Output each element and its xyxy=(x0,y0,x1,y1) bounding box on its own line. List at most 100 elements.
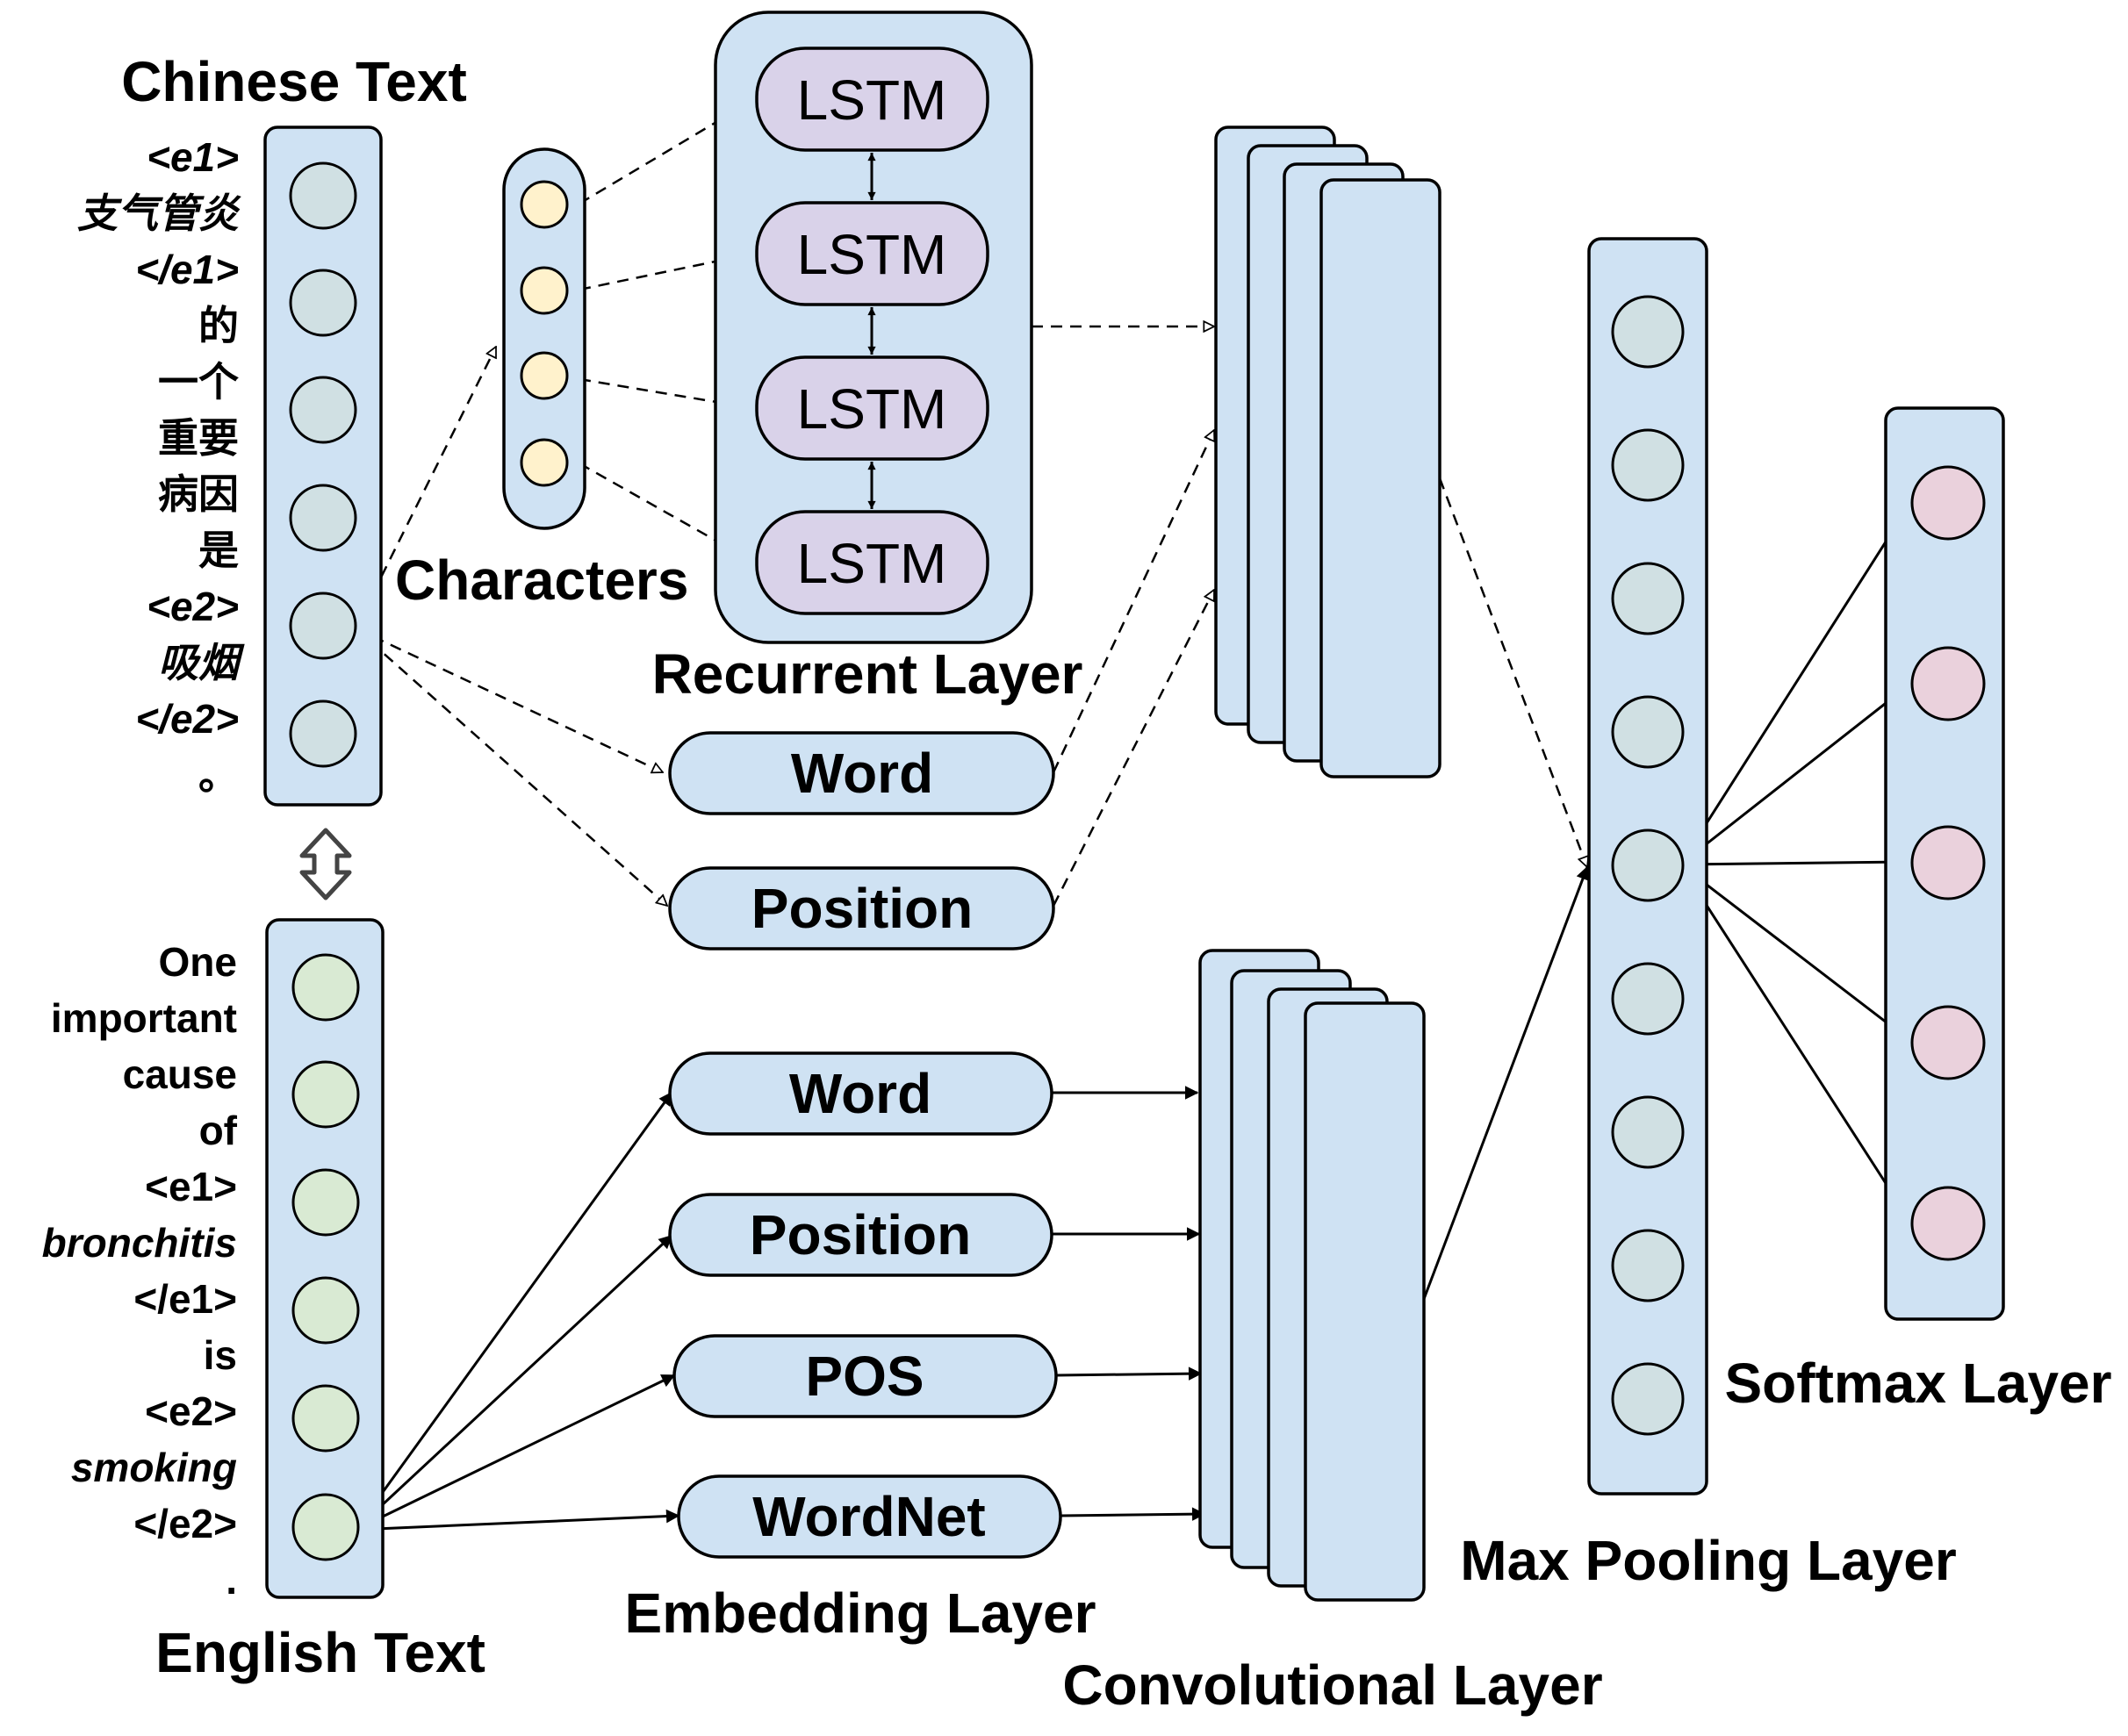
token-text: <e2> xyxy=(145,1388,237,1434)
english-word-embedding-label: Word xyxy=(789,1062,931,1125)
token-text: 吸烟 xyxy=(158,640,245,685)
token-text: bronchitis xyxy=(42,1220,237,1266)
edge-wordnet-to-conv-en xyxy=(1060,1514,1204,1516)
max-pooling-node xyxy=(1611,829,1685,902)
token-text: of xyxy=(199,1108,238,1153)
lstm-cell xyxy=(755,355,989,461)
edge-position-to-conv xyxy=(1052,590,1216,907)
token-text: <e1> xyxy=(145,1164,237,1209)
english-input-node xyxy=(291,1493,360,1561)
softmax-layer-label: Softmax Layer xyxy=(1724,1352,2111,1415)
up-down-arrow-icon xyxy=(299,828,352,900)
character-nodes xyxy=(520,180,569,487)
character-node xyxy=(520,438,569,487)
connections xyxy=(354,98,1911,1532)
chinese-input-node xyxy=(289,269,357,337)
character-node xyxy=(520,266,569,315)
lstm-cell xyxy=(755,47,989,152)
chinese-input-node xyxy=(289,161,357,230)
token-text: important xyxy=(51,995,237,1041)
english-position-embedding xyxy=(668,1193,1053,1277)
softmax-node xyxy=(1910,646,1986,721)
max-pooling-node xyxy=(1611,1095,1685,1169)
edge-pos-to-conv-en xyxy=(1055,1374,1201,1375)
softmax-node xyxy=(1910,825,1986,900)
embedding-layer-label: Embedding Layer xyxy=(625,1582,1096,1645)
softmax-node xyxy=(1910,1186,1986,1261)
edge-en-to-wordnet xyxy=(355,1516,679,1532)
softmax-node xyxy=(1910,1005,1986,1080)
edge-ch-to-position xyxy=(355,628,667,906)
english-word-embedding xyxy=(668,1051,1053,1136)
chinese-position-embedding-label: Position xyxy=(751,877,973,940)
token-text: cause xyxy=(123,1051,237,1097)
token-text: 是 xyxy=(198,527,239,573)
lstm-cells: LSTM LSTM LSTM LSTM xyxy=(755,47,989,615)
edge-maxpool-to-softmax-1 xyxy=(1679,505,1911,865)
conv-feature-map xyxy=(1304,1001,1426,1602)
edge-char-lstm-3 xyxy=(579,377,753,408)
character-node xyxy=(520,351,569,400)
softmax-node xyxy=(1910,465,1986,541)
token-text: is xyxy=(204,1332,237,1378)
chinese-conv-feature-maps xyxy=(1214,126,1441,778)
conv-feature-map xyxy=(1319,178,1441,778)
english-pos-embedding xyxy=(672,1334,1058,1418)
english-input-node xyxy=(291,953,360,1022)
chinese-position-embedding xyxy=(668,866,1055,950)
lstm-cell xyxy=(755,201,989,306)
max-pooling-node xyxy=(1611,1362,1685,1436)
max-pooling-node xyxy=(1611,428,1685,502)
edge-en-to-pos xyxy=(355,1374,674,1532)
english-input-node xyxy=(291,1168,360,1237)
chinese-text-title: Chinese Text xyxy=(121,50,467,113)
max-pooling-node xyxy=(1611,562,1685,635)
lstm-cell xyxy=(755,510,989,615)
edge-char-lstm-2 xyxy=(579,254,753,291)
chinese-word-embedding xyxy=(668,731,1055,815)
english-input-node xyxy=(291,1384,360,1453)
convolutional-layer-label: Convolutional Layer xyxy=(1062,1654,1602,1717)
token-text: <e1> xyxy=(147,134,239,180)
token-text: 重要 xyxy=(158,415,239,461)
token-text: . xyxy=(226,1557,237,1603)
max-pooling-node xyxy=(1611,695,1685,769)
chinese-input-nodes xyxy=(289,161,357,768)
lstm-cell-label: LSTM xyxy=(797,377,947,441)
lstm-cell-label: LSTM xyxy=(797,68,947,132)
token-text: </e1> xyxy=(135,247,239,292)
edge-conv-en-to-maxpool xyxy=(1422,867,1587,1300)
token-text: smoking xyxy=(71,1445,237,1490)
english-wordnet-embedding xyxy=(677,1474,1062,1559)
token-text: 病因 xyxy=(158,471,239,517)
english-input-nodes xyxy=(291,953,360,1561)
token-text: 。 xyxy=(198,752,239,798)
token-text: 一个 xyxy=(158,359,239,405)
recurrent-layer-label: Recurrent Layer xyxy=(652,642,1083,706)
characters-panel xyxy=(502,147,586,530)
english-position-embedding-label: Position xyxy=(750,1203,971,1266)
english-pos-embedding-label: POS xyxy=(805,1345,924,1408)
chinese-input-node xyxy=(289,484,357,552)
edge-maxpool-to-softmax-3 xyxy=(1679,862,1909,864)
edge-maxpool-to-softmax-5 xyxy=(1679,864,1911,1220)
token-text: 的 xyxy=(198,303,239,348)
chinese-input-node xyxy=(289,592,357,660)
character-node xyxy=(520,180,569,229)
lstm-cell-label: LSTM xyxy=(797,223,947,286)
edge-en-to-position xyxy=(354,1234,672,1532)
english-input-node xyxy=(291,1276,360,1345)
token-text: One xyxy=(159,939,237,985)
softmax-nodes xyxy=(1910,465,1986,1261)
edge-ch-to-characters xyxy=(354,347,498,629)
edge-en-to-word xyxy=(354,1093,673,1531)
token-text: </e2> xyxy=(133,1501,237,1546)
english-conv-feature-maps xyxy=(1198,949,1426,1602)
max-pooling-layer-label: Max Pooling Layer xyxy=(1460,1529,1956,1592)
lstm-cell-label: LSTM xyxy=(797,532,947,595)
chinese-word-embedding-label: Word xyxy=(791,742,933,805)
max-pooling-node xyxy=(1611,962,1685,1036)
max-pooling-node xyxy=(1611,1229,1685,1302)
